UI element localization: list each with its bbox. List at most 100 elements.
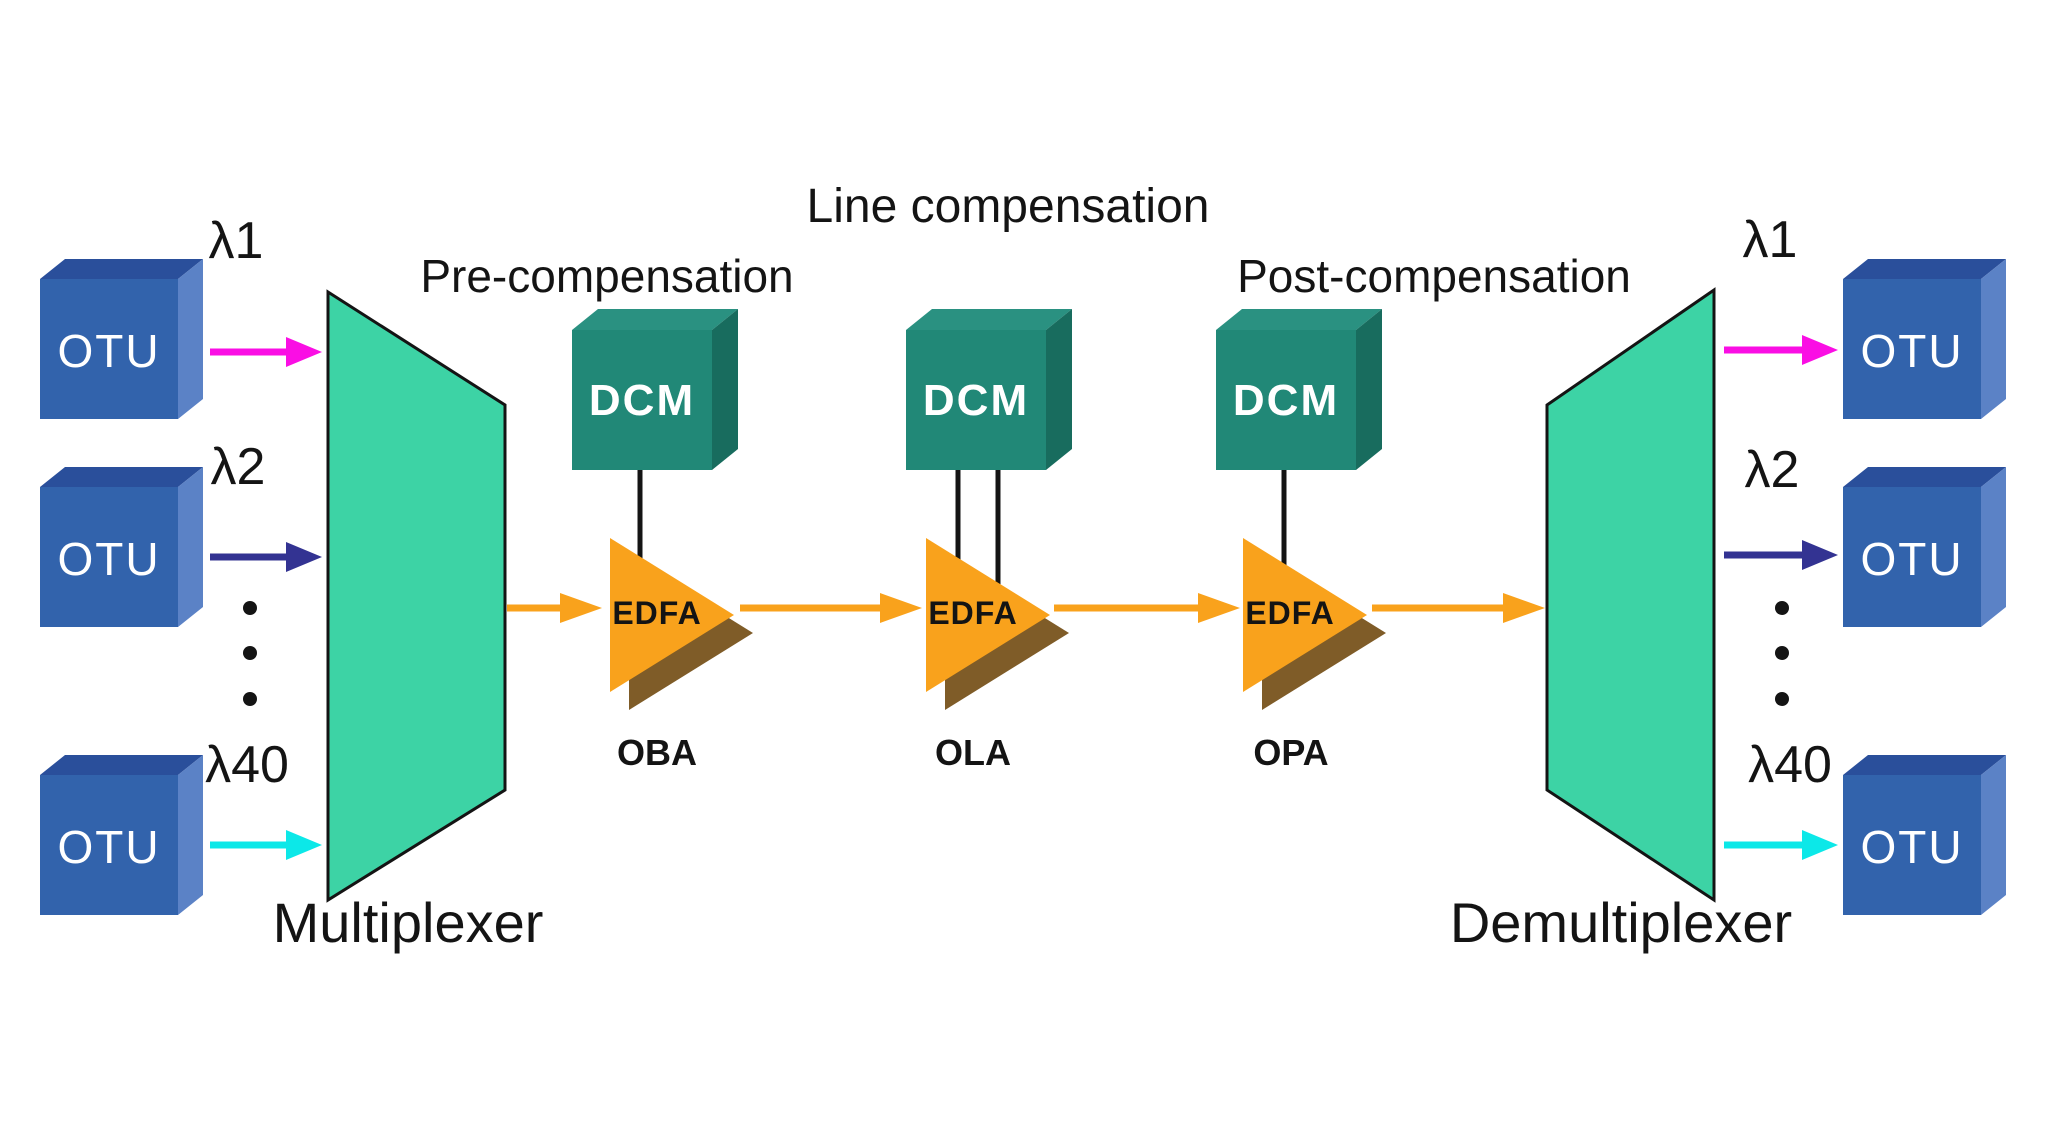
- otu-label-right-3: OTU: [1860, 821, 1964, 873]
- oba-label: OBA: [617, 732, 697, 773]
- arrow-head: [560, 593, 602, 623]
- otu-box-left-2: [40, 467, 203, 627]
- arrow-shaft: [740, 604, 882, 612]
- lambda1-label-left: λ1: [208, 212, 264, 270]
- span-arrow-oba-ola: [740, 593, 922, 623]
- otu-box-front-face: [1843, 279, 1981, 419]
- otu-label-right-2: OTU: [1860, 533, 1964, 585]
- dot: [243, 601, 257, 615]
- arrow-head: [1802, 335, 1838, 365]
- pre-compensation-label: Pre-compensation: [420, 250, 794, 302]
- otu-box-left-3: [40, 755, 203, 915]
- arrow-shaft: [210, 348, 288, 356]
- opa-label: OPA: [1253, 732, 1329, 773]
- dcm-box-side-face: [1046, 309, 1072, 470]
- otu-label-left-2: OTU: [57, 533, 161, 585]
- arrow-shaft: [1724, 551, 1802, 559]
- dot: [1775, 692, 1789, 706]
- dcm-box-top-face: [1216, 309, 1382, 330]
- otu-box-top-face: [40, 755, 203, 775]
- dcm-box-3: [1216, 309, 1382, 470]
- ellipsis-left: [243, 601, 257, 706]
- otu-label-left-3: OTU: [57, 821, 161, 873]
- edfa-triangle: [610, 538, 734, 692]
- multiplexer-label: Multiplexer: [272, 891, 544, 954]
- edfa-amplifier-2: [926, 538, 1069, 710]
- dot: [243, 692, 257, 706]
- otu-box-top-face: [40, 467, 203, 487]
- arrow-head: [1198, 593, 1240, 623]
- multiplexer-shape: [326, 289, 507, 903]
- otu-label-right-1: OTU: [1860, 325, 1964, 377]
- lambda2-arrow-left: [210, 542, 322, 572]
- arrow-head: [286, 337, 322, 367]
- otu-box-top-face: [1843, 259, 2006, 279]
- otu-box-side-face: [1981, 467, 2006, 627]
- lambda40-label-left: λ40: [205, 736, 289, 794]
- span-arrow-ola-opa: [1054, 593, 1240, 623]
- ola-label: OLA: [935, 732, 1011, 773]
- edfa-triangle: [1243, 538, 1367, 692]
- otu-box-top-face: [1843, 755, 2006, 775]
- edfa-amplifier-3: [1243, 538, 1386, 710]
- dot: [1775, 601, 1789, 615]
- demultiplexer-label: Demultiplexer: [1449, 891, 1793, 954]
- otu-box-top-face: [1843, 467, 2006, 487]
- dcm-box-side-face: [1356, 309, 1382, 470]
- arrow-head: [880, 593, 922, 623]
- arrow-shaft: [210, 841, 288, 849]
- lambda2-arrow-right: [1724, 540, 1838, 570]
- arrow-shaft: [210, 553, 288, 561]
- otu-box-left-1: [40, 259, 203, 419]
- dcm-label-1: DCM: [588, 376, 696, 425]
- dot: [1775, 646, 1789, 660]
- dcm-box-2: [906, 309, 1072, 470]
- lambda1-arrow-left: [210, 337, 322, 367]
- demultiplexer-shape: [1545, 287, 1716, 903]
- otu-box-front-face: [1843, 775, 1981, 915]
- otu-box-side-face: [1981, 259, 2006, 419]
- lambda1-label-right: λ1: [1742, 211, 1798, 269]
- lambda1-arrow-right: [1724, 335, 1838, 365]
- arrow-head: [1503, 593, 1545, 623]
- dcm-box-front-face: [572, 330, 712, 470]
- arrow-head: [1802, 540, 1838, 570]
- arrow-shaft: [1054, 604, 1200, 612]
- otu-box-front-face: [40, 487, 178, 627]
- dcm-box-front-face: [906, 330, 1046, 470]
- lambda2-label-left: λ2: [210, 438, 266, 496]
- otu-box-right-3: [1843, 755, 2006, 915]
- dcm-label-2: DCM: [922, 376, 1030, 425]
- edfa-label-2: EDFA: [928, 595, 1018, 631]
- arrow-shaft: [1724, 346, 1802, 354]
- dcm-box-side-face: [712, 309, 738, 470]
- otu-label-left-1: OTU: [57, 325, 161, 377]
- otu-box-side-face: [178, 755, 203, 915]
- otu-box-right-2: [1843, 467, 2006, 627]
- edfa-label-3: EDFA: [1245, 595, 1335, 631]
- edfa-label-1: EDFA: [612, 595, 702, 631]
- demux-input-arrow: [1372, 593, 1545, 623]
- post-compensation-label: Post-compensation: [1237, 250, 1631, 302]
- arrow-shaft: [1372, 604, 1505, 612]
- otu-box-right-1: [1843, 259, 2006, 419]
- arrow-head: [1802, 830, 1838, 860]
- lambda40-label-right: λ40: [1748, 736, 1832, 794]
- arrow-head: [286, 542, 322, 572]
- dcm-label-3: DCM: [1232, 376, 1340, 425]
- arrow-shaft: [1724, 841, 1802, 849]
- lambda2-label-right: λ2: [1744, 441, 1800, 499]
- arrow-shaft: [507, 604, 562, 612]
- edfa-amplifier-1: [610, 538, 753, 710]
- edfa-triangle: [926, 538, 1050, 692]
- dcm-box-top-face: [906, 309, 1072, 330]
- dot: [243, 646, 257, 660]
- otu-box-front-face: [40, 279, 178, 419]
- ellipsis-right: [1775, 601, 1789, 706]
- line-compensation-label: Line compensation: [806, 180, 1210, 233]
- otu-box-side-face: [1981, 755, 2006, 915]
- otu-box-side-face: [178, 467, 203, 627]
- lambda40-arrow-right: [1724, 830, 1838, 860]
